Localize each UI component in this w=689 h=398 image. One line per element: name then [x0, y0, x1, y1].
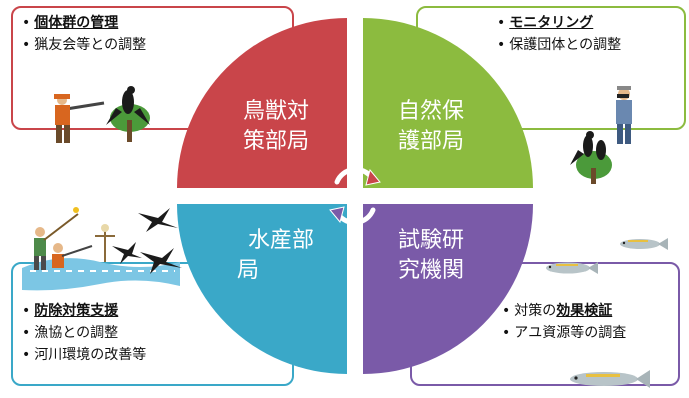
research-tasks: 対策の効果検証 アユ資源等の調査 — [502, 300, 626, 344]
ayu-fish-icon — [620, 238, 668, 250]
task-item: 河川環境の改善等 — [22, 344, 146, 366]
quadrant-label: 策部局 — [243, 129, 309, 154]
quadrant-research — [363, 204, 533, 374]
ayu-fish-icon — [546, 262, 598, 274]
task-item: 防除対策支援 — [22, 300, 146, 322]
task-item: 猟友会等との調整 — [22, 34, 146, 56]
cycle-arrowheads — [329, 168, 381, 224]
task-item: 保護団体との調整 — [497, 34, 621, 56]
fisheries-tasks: 防除対策支援 漁協との調整 河川環境の改善等 — [22, 300, 146, 366]
quadrant-wildlife — [177, 18, 347, 188]
hunter-with-gun-icon — [54, 94, 105, 143]
birdwatcher-with-binoculars-icon — [616, 86, 632, 144]
task-item: アユ資源等の調査 — [502, 322, 626, 344]
fisherman-icon — [52, 243, 93, 268]
fisherman-icon — [34, 207, 79, 270]
wildlife-tasks: 個体群の管理 猟友会等との調整 — [22, 12, 146, 56]
cormorant-on-tree-icon — [570, 131, 612, 184]
quadrant-label: 試験研 — [398, 228, 464, 253]
task-item: 漁協との調整 — [22, 322, 146, 344]
quadrant-fisheries — [177, 204, 347, 374]
quadrant-label: 自然保 — [398, 99, 464, 124]
scarecrow-icon — [95, 224, 115, 262]
flying-cormorant-icon — [138, 208, 178, 232]
quadrant-label: 護部局 — [398, 129, 464, 154]
task-item: 対策の効果検証 — [502, 300, 626, 322]
cormorant-on-tree-icon — [106, 86, 150, 142]
quadrant-label: 鳥獣対 — [243, 99, 309, 124]
ayu-fish-icon — [570, 370, 650, 388]
task-item: 個体群の管理 — [22, 12, 146, 34]
flying-cormorant-icon — [112, 242, 142, 264]
nature-tasks: モニタリング 保護団体との調整 — [497, 12, 621, 56]
quadrant-label: 究機関 — [398, 258, 464, 283]
quadrant-label: 局 — [237, 258, 259, 283]
flying-cormorant-icon — [140, 248, 182, 274]
task-item: モニタリング — [497, 12, 621, 34]
quadrant-label: 水産部 — [248, 228, 314, 253]
quadrant-nature — [363, 18, 533, 188]
